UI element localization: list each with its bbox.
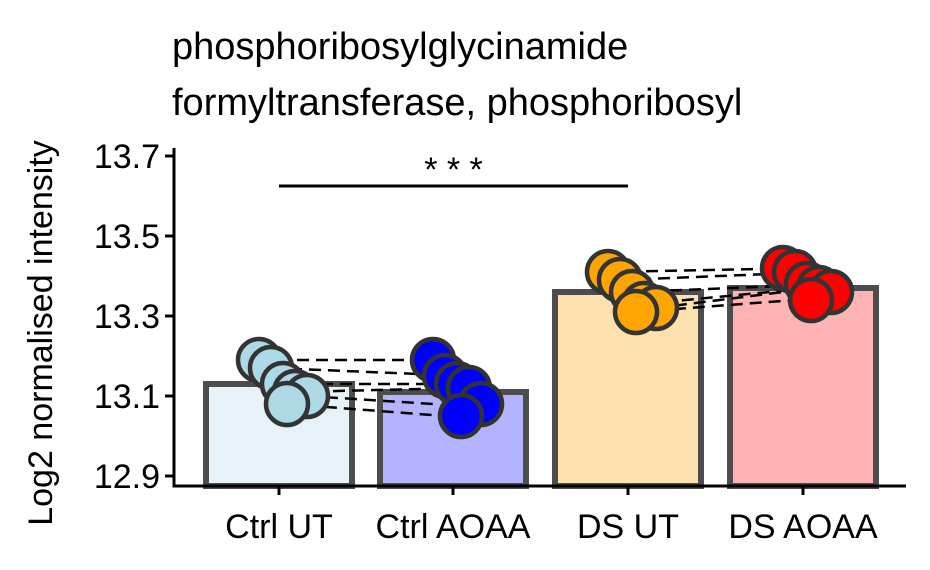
- x-tick-label-3: DS AOAA: [728, 508, 878, 546]
- pair-line-1-2: [631, 282, 832, 294]
- point-2-5: [612, 288, 660, 336]
- chart-title-line-1: phosphoribosylglycinamide: [172, 26, 629, 68]
- x-tick-label-0: Ctrl UT: [225, 508, 333, 546]
- pair-line-1-0: [607, 266, 808, 274]
- pair-line-0-1: [270, 366, 470, 378]
- y-tick-label-0: 12.9: [94, 458, 160, 496]
- significance-label: * * *: [424, 151, 483, 189]
- y-axis-label: Log2 normalised intensity: [22, 140, 60, 526]
- point-3-5: [787, 276, 835, 324]
- y-tick-label-2: 13.3: [94, 298, 160, 336]
- x-tick-label-1: Ctrl AOAA: [376, 508, 531, 546]
- y-tick-label-1: 13.1: [94, 378, 160, 416]
- y-tick-label-4: 13.7: [94, 138, 160, 176]
- x-tick-label-2: DS UT: [577, 508, 679, 546]
- point-0-5: [263, 380, 311, 428]
- pair-line-1-1: [619, 270, 820, 282]
- chart-title-line-2: formyltransferase, phosphoribosyl: [172, 82, 743, 124]
- point-1-5: [437, 392, 485, 440]
- y-tick-label-3: 13.5: [94, 218, 160, 256]
